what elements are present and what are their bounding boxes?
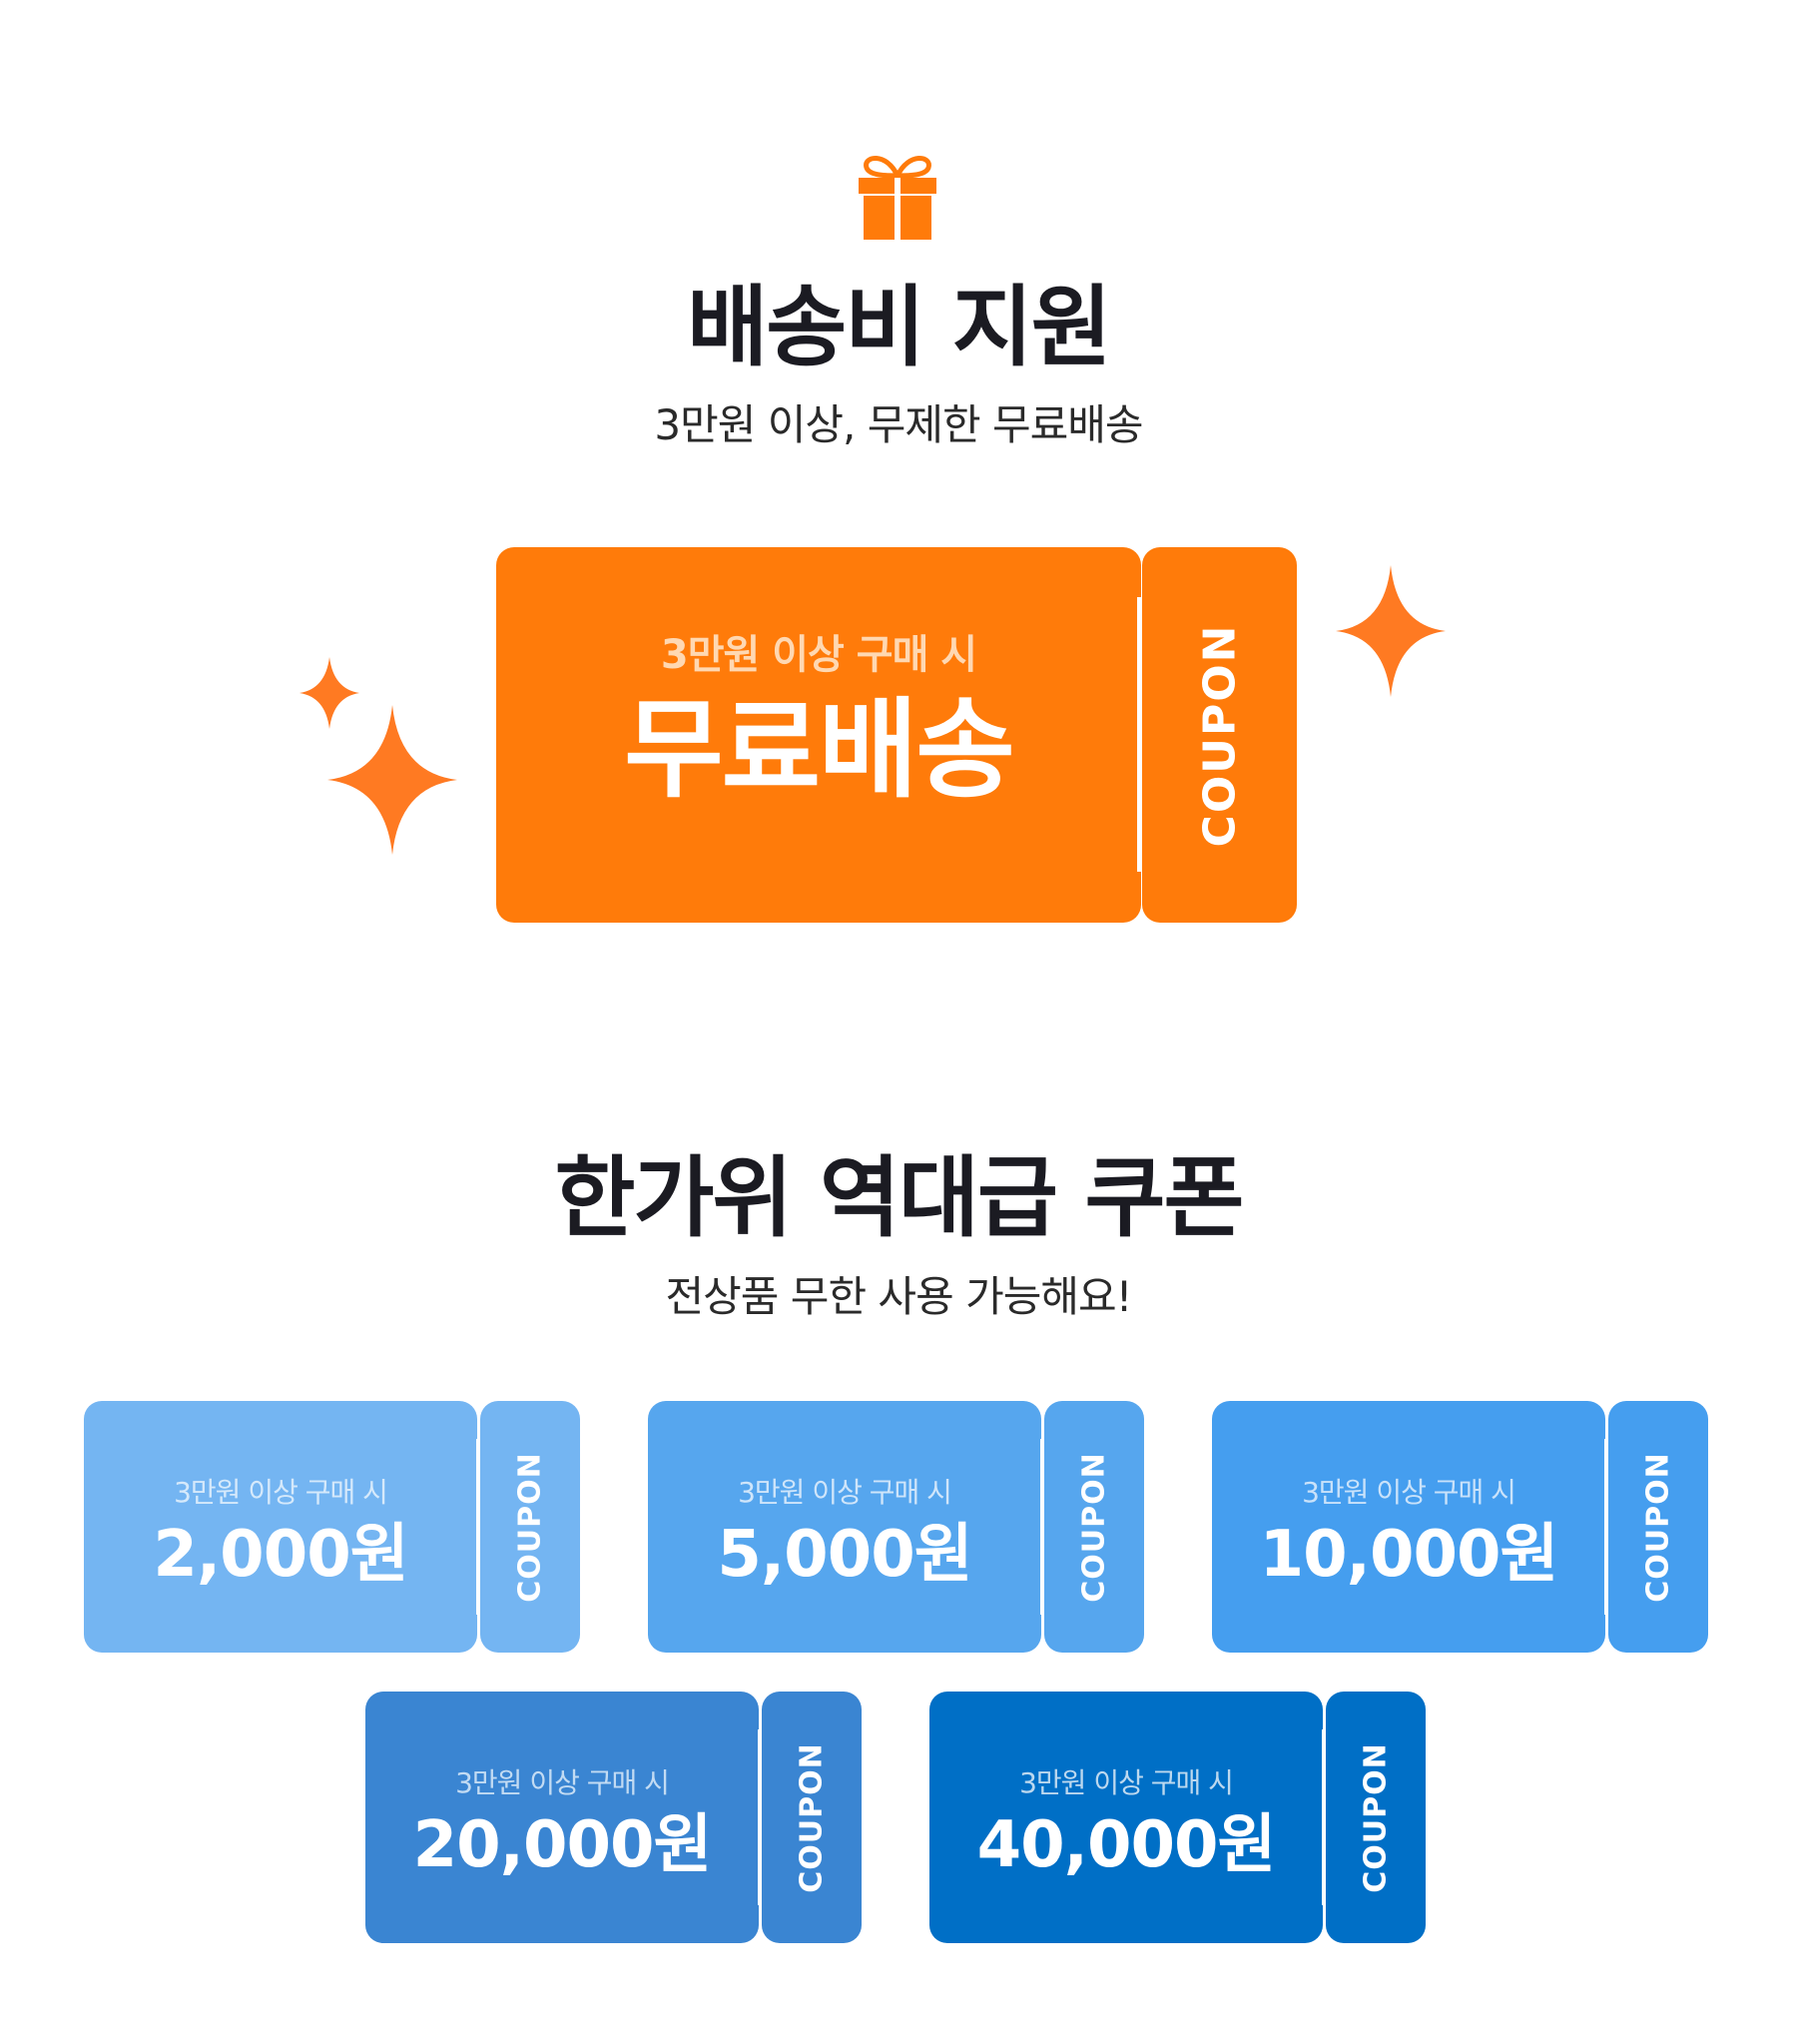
coupon-body[interactable]: [365, 1692, 759, 1943]
coupon-divider: [1322, 1729, 1325, 1905]
coupon-condition: 3만원 이상 구매 시: [1019, 1766, 1234, 1799]
coupon-divider: [1137, 597, 1141, 872]
coupon-divider: [758, 1729, 761, 1905]
coupon-divider: [1040, 1439, 1043, 1615]
coupon-condition: 3만원 이상 구매 시: [455, 1766, 670, 1799]
coupon-body[interactable]: [648, 1401, 1041, 1653]
coupon-body[interactable]: [929, 1692, 1323, 1943]
coupon-stub[interactable]: [1326, 1692, 1426, 1943]
coupon-condition: 3만원 이상 구매 시: [660, 632, 977, 678]
coupon-condition: 3만원 이상 구매 시: [738, 1476, 952, 1509]
coupon-value: 10,000원: [1259, 1518, 1559, 1592]
coupon-2000[interactable]: 3만원 이상 구매 시 2,000원 COUPON: [84, 1401, 580, 1653]
sparkle-icon: [300, 657, 359, 729]
sparkle-icon: [327, 705, 457, 855]
coupon-value: 5,000원: [717, 1518, 972, 1592]
coupon-value: 20,000원: [412, 1808, 713, 1882]
coupon-stub[interactable]: [1044, 1401, 1144, 1653]
coupon-divider: [476, 1439, 479, 1615]
coupon-value: 40,000원: [976, 1808, 1277, 1882]
coupon-stub-label: COUPON: [512, 1451, 548, 1603]
coupon-10000[interactable]: 3만원 이상 구매 시 10,000원 COUPON: [1212, 1401, 1708, 1653]
section-subtitle-coupons: 전상품 무한 사용 가능해요!: [665, 1272, 1133, 1321]
coupon-stub-label: COUPON: [1358, 1741, 1394, 1893]
coupon-value: 2,000원: [153, 1518, 408, 1592]
coupon-20000[interactable]: 3만원 이상 구매 시 20,000원 COUPON: [365, 1692, 862, 1943]
coupon-stub-label: COUPON: [1640, 1451, 1676, 1603]
coupon-value: 무료배송: [624, 688, 1014, 813]
coupon-stub-label: COUPON: [794, 1741, 830, 1893]
coupon-stub[interactable]: [762, 1692, 862, 1943]
coupon-body[interactable]: [1212, 1401, 1605, 1653]
coupon-condition: 3만원 이상 구매 시: [1302, 1476, 1516, 1509]
section-subtitle-shipping: 3만원 이상, 무제한 무료배송: [654, 400, 1143, 449]
coupon-divider: [1604, 1439, 1607, 1615]
free-shipping-coupon[interactable]: [496, 547, 1141, 923]
coupon-40000[interactable]: 3만원 이상 구매 시 40,000원 COUPON: [929, 1692, 1426, 1943]
coupon-stub[interactable]: [1142, 547, 1297, 923]
coupon-5000[interactable]: 3만원 이상 구매 시 5,000원 COUPON: [648, 1401, 1144, 1653]
coupon-stub[interactable]: [1608, 1401, 1708, 1653]
section-title-shipping: 배송비 지원: [687, 276, 1111, 378]
coupon-stub-label: COUPON: [1194, 623, 1245, 847]
coupon-stub[interactable]: [480, 1401, 580, 1653]
coupon-stub-label: COUPON: [1076, 1451, 1112, 1603]
section-title-coupons: 한가위 역대급 쿠폰: [554, 1146, 1245, 1249]
coupon-body[interactable]: [84, 1401, 477, 1653]
coupon-condition: 3만원 이상 구매 시: [174, 1476, 388, 1509]
gift-icon: [859, 156, 936, 240]
sparkle-icon: [1336, 565, 1446, 697]
